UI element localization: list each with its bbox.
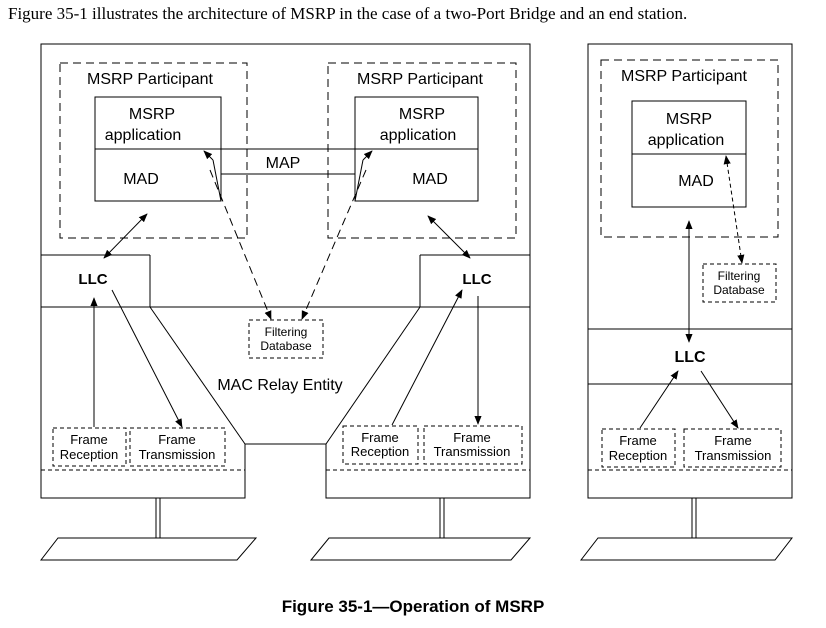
map-right-arrowhead [362, 150, 373, 161]
bridge-left-msrp-label: MSRP [129, 106, 175, 123]
figure-caption: Figure 35-1—Operation of MSRP [281, 597, 545, 616]
end-station-transmission-label: Transmission [695, 448, 772, 463]
bridge-right-msrp-label: MSRP [399, 106, 445, 123]
mac-relay-entity-label: MAC Relay Entity [217, 377, 342, 394]
intro-text: Figure 35-1 illustrates the architecture… [8, 4, 688, 23]
bridge-left-mad-label: MAD [123, 171, 159, 188]
bridge-left-lan [39, 537, 258, 561]
end-station-filtering-database [702, 263, 777, 303]
bridge-left-application-label: application [105, 127, 182, 144]
bridge-left-reception-label: Reception [60, 447, 119, 462]
end-station-llc-label: LLC [674, 349, 706, 366]
bridge-right-mad-label: MAD [412, 171, 448, 188]
map-left-arrowhead [203, 150, 214, 161]
end-station-msrp-label: MSRP [666, 111, 712, 128]
right-mad-filtering-arrow [301, 169, 367, 320]
end-station-lan [579, 537, 794, 561]
bridge-right-application-label: application [380, 127, 457, 144]
end-station-mad-label: MAD [678, 173, 714, 190]
bridge-right-mad-llc-arrow [427, 215, 471, 259]
bridge-database-label: Database [260, 339, 312, 353]
end-station-participant-title: MSRP Participant [621, 68, 748, 85]
end-station: MSRP Participant MSRP application MAD Fi… [579, 43, 794, 561]
end-station-database-label: Database [713, 283, 765, 297]
left-mad-filtering-arrow [209, 169, 272, 320]
end-station-transmission-arrow [700, 370, 739, 429]
bridge: MSRP Participant MSRP Participant MSRP a… [39, 43, 532, 561]
bridge-right-reception-arrow [391, 289, 463, 426]
bridge-right-frame-transmission [423, 425, 523, 465]
bridge-left-mad-llc-arrow [103, 213, 148, 259]
bridge-left-participant-title: MSRP Participant [87, 71, 214, 88]
bridge-left-frame-reception [52, 427, 127, 467]
bridge-right-reception-frame-label: Frame [361, 430, 399, 445]
end-station-frame-transmission [683, 428, 782, 468]
bridge-left-llc-label: LLC [78, 271, 107, 288]
bridge-right-transmission-frame-label: Frame [453, 430, 491, 445]
bridge-right-llc-label: LLC [462, 271, 491, 288]
end-station-application-label: application [648, 132, 725, 149]
bridge-right-participant-title: MSRP Participant [357, 71, 484, 88]
bridge-left-transmission-arrow [111, 289, 183, 428]
bridge-right-reception-label: Reception [351, 444, 410, 459]
bridge-left-reception-frame-label: Frame [70, 432, 108, 447]
end-station-reception-frame-label: Frame [619, 433, 657, 448]
bridge-right-participant-frame [327, 62, 517, 239]
end-station-filtering-label: Filtering [718, 269, 761, 283]
end-station-frame-reception [601, 428, 676, 468]
end-station-transmission-frame-label: Frame [714, 433, 752, 448]
map-label: MAP [266, 155, 301, 172]
bridge-left-participant-frame [59, 62, 248, 239]
bridge-right-transmission-label: Transmission [434, 444, 511, 459]
bridge-filtering-label: Filtering [265, 325, 308, 339]
bridge-right-frame-reception [342, 425, 419, 465]
bridge-left-transmission-frame-label: Frame [158, 432, 196, 447]
end-station-reception-label: Reception [609, 448, 668, 463]
bridge-left-frame-transmission [129, 427, 226, 467]
bridge-filtering-database [248, 319, 324, 359]
relay-funnel-right [325, 306, 421, 445]
end-station-outline [587, 43, 793, 499]
map-right-slant [354, 159, 364, 202]
bridge-left-transmission-label: Transmission [139, 447, 216, 462]
end-station-reception-arrow [639, 370, 679, 429]
relay-funnel-left [149, 306, 246, 445]
bridge-right-lan [309, 537, 532, 561]
